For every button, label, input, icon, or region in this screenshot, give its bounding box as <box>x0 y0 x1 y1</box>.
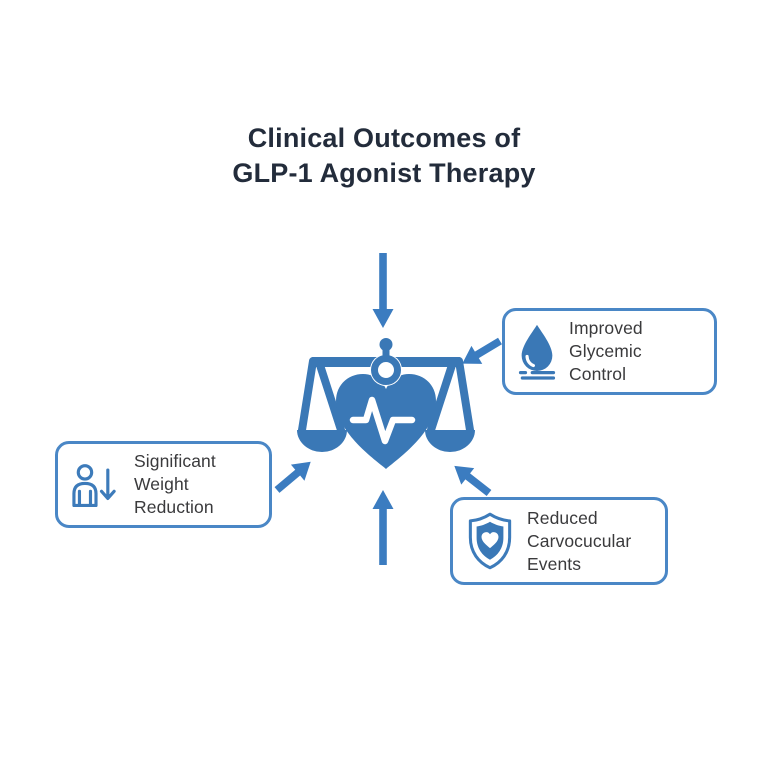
arrow-upper-right-icon <box>456 331 506 373</box>
water-drop-icon <box>517 324 557 380</box>
arrow-bottom-icon <box>372 490 394 565</box>
arrow-lower-right-icon <box>447 457 496 502</box>
label-line: Reduced <box>527 507 598 528</box>
page-title: Clinical Outcomes of GLP-1 Agonist Thera… <box>0 121 768 191</box>
label-line: Weight <box>134 474 189 494</box>
person-weight-loss-icon <box>70 462 122 508</box>
arrow-top-icon <box>372 253 394 328</box>
label-line: Carvocucular <box>527 530 632 551</box>
callout-weight-reduction: Significant Weight Reduction <box>55 441 272 528</box>
shield-heart-icon <box>465 511 515 571</box>
callout-label: Significant Weight Reduction <box>134 450 216 519</box>
title-line-2: GLP-1 Agonist Therapy <box>232 158 536 188</box>
label-line: Improved <box>569 318 643 338</box>
title-line-1: Clinical Outcomes of <box>247 123 521 153</box>
label-line: Glycemic Control <box>569 341 642 384</box>
arrow-left-icon <box>270 453 318 499</box>
callout-label: Reduced Carvocucular Events <box>527 507 631 576</box>
heart-pulse-on-balance-scale-icon <box>297 338 475 469</box>
callout-label: Improved Glycemic Control <box>569 317 702 386</box>
callout-glycemic-control: Improved Glycemic Control <box>502 308 717 395</box>
label-line: Events <box>527 553 582 574</box>
label-line: Significant <box>134 451 216 471</box>
label-line: Reduction <box>134 497 214 517</box>
callout-cardiovascular-events: Reduced Carvocucular Events <box>450 497 668 585</box>
